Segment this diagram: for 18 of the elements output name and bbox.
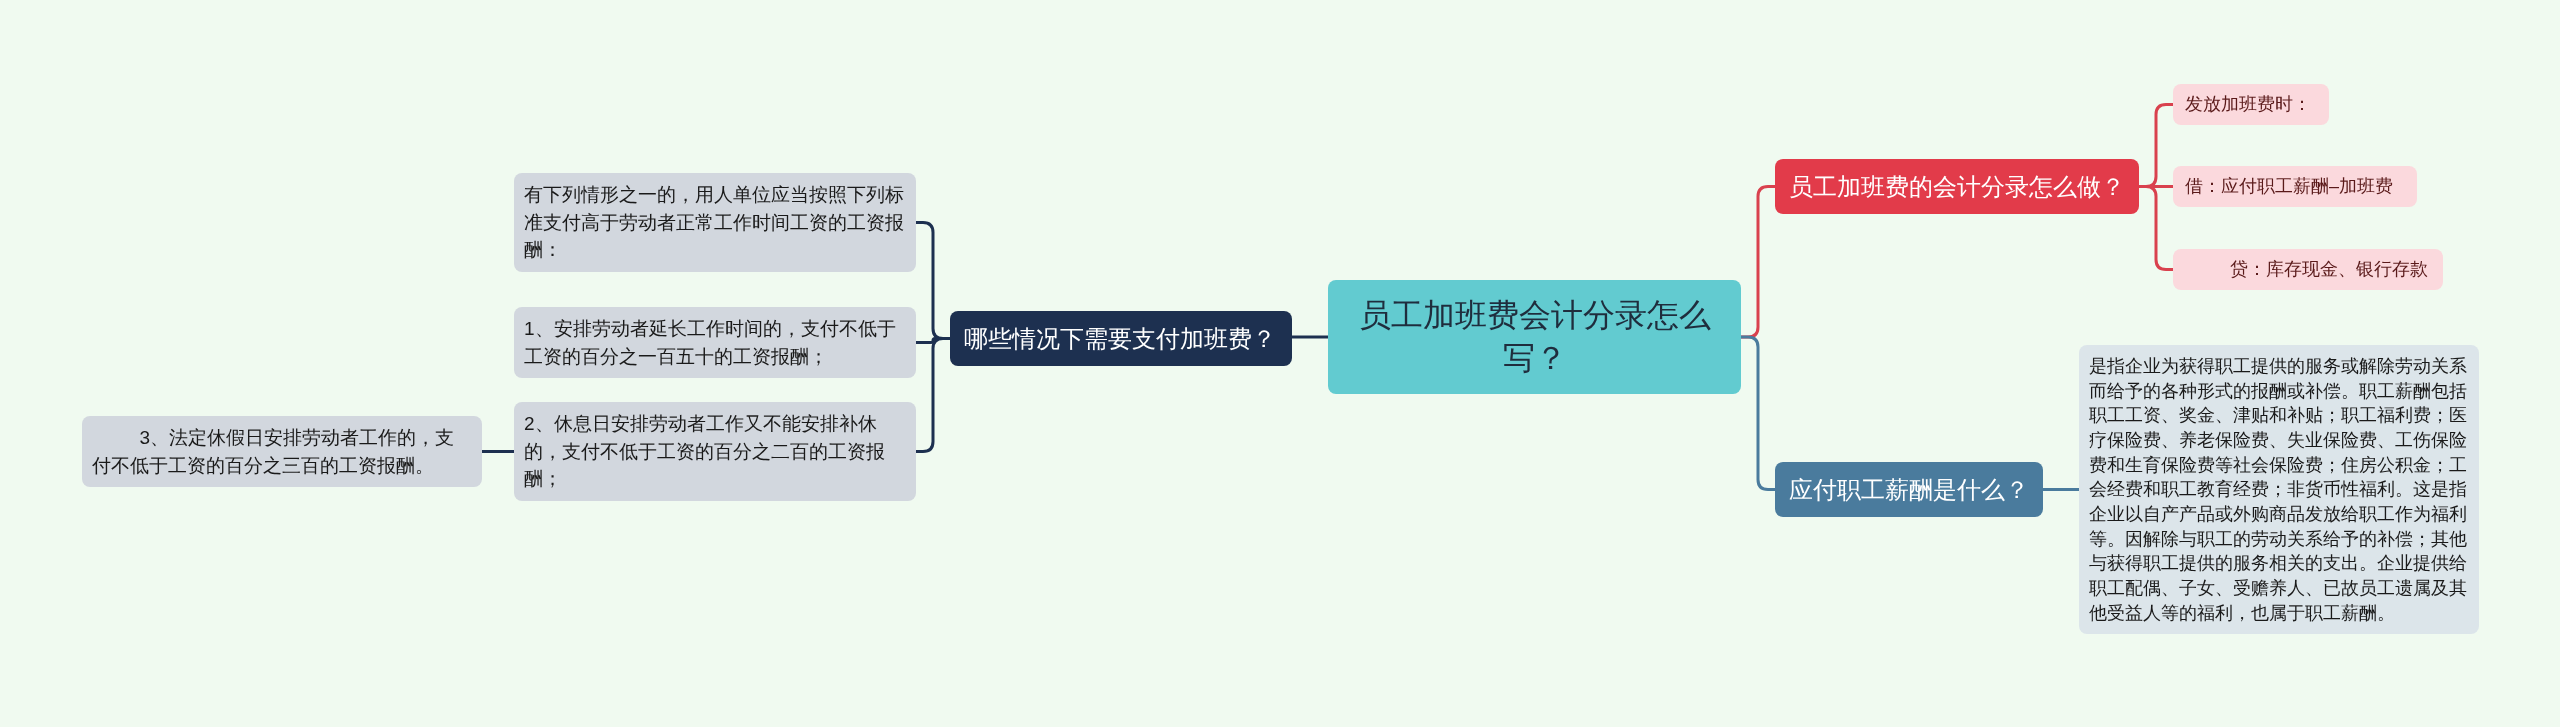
subtopic-box: 1、安排劳动者延长工作时间的，支付不低于工资的百分之一百五十的工资报酬；	[514, 307, 916, 379]
topic-box: 员工加班费的会计分录怎么做？	[1775, 159, 2139, 215]
connector-line	[480, 450, 516, 453]
topic-box: 应付职工薪酬是什么？	[1775, 462, 2043, 518]
connector-line	[2137, 185, 2175, 271]
subtopic-box: 发放加班费时：	[2173, 84, 2329, 126]
subtopic-box: 3、法定休假日安排劳动者工作的，支付不低于工资的百分之三百的工资报酬。	[82, 416, 482, 488]
connector-line	[1739, 335, 1777, 491]
connector-line	[2041, 488, 2081, 491]
connector-line	[1290, 335, 1330, 339]
subtopic-box: 借：应付职工薪酬–加班费	[2173, 166, 2417, 208]
topic-box: 哪些情况下需要支付加班费？	[950, 311, 1292, 367]
connector-line	[914, 337, 952, 453]
central-topic-box: 员工加班费会计分录怎么写？	[1328, 280, 1741, 395]
subtopic-box: 2、休息日安排劳动者工作又不能安排补休的，支付不低于工资的百分之二百的工资报酬；	[514, 402, 916, 501]
text-box: 是指企业为获得职工提供的服务或解除劳动关系而给予的各种形式的报酬或补偿。职工薪酬包括职工工资、奖金、津贴和补贴；职工福利费；医疗保险费、养老保险费、失业保险费、工伤保险费和生育保险费等社会保险费；住房公积金；工会经费和职工教育经费；非货币性福利。这是指企业以自产产品或外购商品发放给职工作为福利等。因解除与职工的劳动关系给予的补偿；其他与获得职工提供的服务相关的支出。企业提供给职工配偶、子女、受赡养人、已故员工遗属及其他受益人等的福利，也属于职工薪酬。	[2079, 345, 2479, 635]
subtopic-box: 有下列情形之一的，用人单位应当按照下列标准支付高于劳动者正常工作时间工资的工资报酬：	[514, 173, 916, 272]
subtopic-box: 贷：库存现金、银行存款	[2173, 249, 2443, 291]
